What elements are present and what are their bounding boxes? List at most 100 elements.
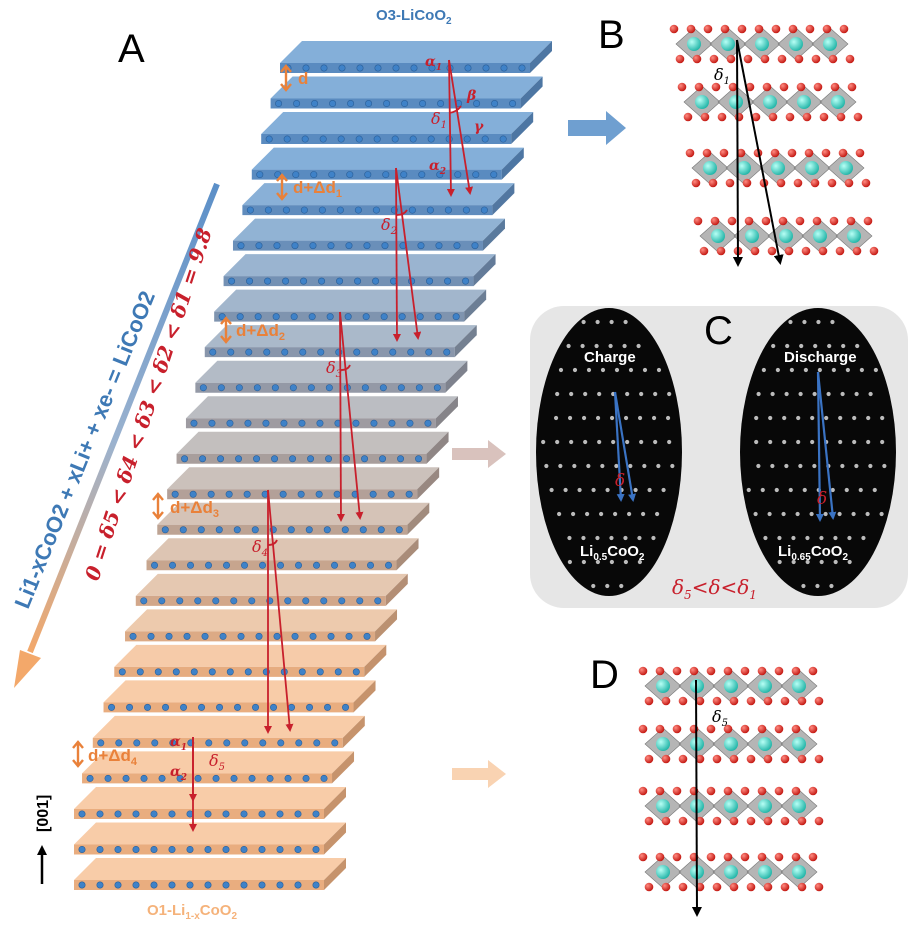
tem-atom bbox=[609, 415, 615, 421]
svg-text:α1: α1 bbox=[425, 54, 442, 73]
tem-atom bbox=[830, 319, 835, 325]
layer-slab bbox=[135, 573, 408, 606]
vector-b-tilted bbox=[736, 39, 784, 265]
tem-atom bbox=[656, 463, 661, 469]
angle-labels: α1 β δ1 γ α2 δ2 δ3 δ4 α1 δ5 α2 bbox=[170, 54, 484, 783]
layer-slab bbox=[280, 41, 552, 73]
tem-atom bbox=[815, 583, 820, 589]
svg-text:d+Δd1: d+Δd1 bbox=[293, 178, 342, 200]
tem-atom bbox=[623, 559, 628, 565]
tem-atom bbox=[782, 415, 787, 421]
octahedra-row bbox=[693, 216, 879, 256]
delta-c-discharge: δ bbox=[817, 489, 827, 509]
layer-slab bbox=[261, 112, 534, 145]
tem-atom bbox=[753, 511, 758, 517]
tem-atom bbox=[581, 535, 586, 541]
delta-b-label: δ1 bbox=[714, 65, 730, 87]
tem-atom bbox=[770, 463, 775, 469]
panel-letter-a: A bbox=[118, 27, 145, 71]
tem-atom bbox=[586, 463, 591, 469]
tem-atom bbox=[605, 487, 610, 493]
charge-formula: Li0.5CoO2 bbox=[580, 543, 645, 563]
tem-atom bbox=[647, 487, 652, 493]
tem-atom bbox=[591, 583, 596, 589]
octahedra-row bbox=[669, 24, 855, 64]
layer-slab bbox=[103, 680, 376, 713]
layer-slab bbox=[242, 183, 515, 216]
tem-atom bbox=[651, 415, 657, 421]
tem-atom bbox=[788, 319, 793, 325]
layer-slab bbox=[185, 396, 458, 429]
tem-atom bbox=[833, 559, 838, 565]
tem-atom bbox=[788, 487, 793, 493]
tem-atom bbox=[810, 439, 815, 445]
tem-atom bbox=[865, 511, 870, 517]
tem-atom bbox=[571, 511, 576, 517]
tem-atom bbox=[880, 415, 885, 421]
tem-atom bbox=[569, 439, 574, 445]
tem-atom bbox=[595, 415, 601, 421]
tem-atom bbox=[637, 415, 643, 421]
tem-atom bbox=[830, 487, 835, 493]
tem-atom bbox=[770, 391, 775, 397]
tem-atom bbox=[600, 367, 606, 373]
tem-atom bbox=[837, 511, 842, 517]
tem-atom bbox=[799, 343, 804, 349]
svg-text:α2: α2 bbox=[429, 158, 446, 177]
svg-text:β: β bbox=[466, 88, 477, 104]
panel-letter-c: C bbox=[704, 309, 733, 353]
tem-atom bbox=[840, 463, 845, 469]
o3-label: O3-LiCoO2 bbox=[376, 7, 452, 27]
svg-text:d+Δd2: d+Δd2 bbox=[236, 321, 285, 343]
tem-atom bbox=[805, 559, 810, 565]
crystal-structure-b bbox=[669, 24, 879, 256]
tem-atom bbox=[642, 463, 647, 469]
spacing-label-3: d+Δd3 bbox=[152, 492, 219, 520]
panel-letter-d: D bbox=[590, 653, 619, 697]
tem-atom bbox=[581, 559, 586, 565]
tem-atom bbox=[785, 343, 790, 349]
tem-atom bbox=[756, 463, 761, 469]
layer-slab bbox=[270, 76, 543, 109]
tem-atom bbox=[613, 511, 618, 517]
tem-atom bbox=[805, 535, 810, 541]
layer-slab bbox=[125, 609, 398, 642]
tem-atom bbox=[555, 391, 560, 397]
tem-atom bbox=[591, 487, 596, 493]
tem-atom bbox=[827, 343, 832, 349]
tem-atom bbox=[784, 391, 789, 397]
tem-atom bbox=[767, 511, 772, 517]
tem-atom bbox=[670, 463, 675, 469]
tem-atom bbox=[567, 415, 573, 421]
tem-atom bbox=[852, 415, 857, 421]
tem-atom bbox=[569, 391, 574, 397]
tem-atom bbox=[583, 439, 588, 445]
tem-atom bbox=[782, 439, 787, 445]
tem-atom bbox=[819, 535, 824, 541]
tem-atom bbox=[572, 463, 577, 469]
layer-slab bbox=[74, 858, 346, 890]
tem-atom bbox=[768, 439, 773, 445]
tem-atom bbox=[557, 511, 562, 517]
tem-atom bbox=[859, 367, 864, 373]
tem-atom bbox=[795, 511, 800, 517]
layer-stack bbox=[74, 41, 552, 890]
tem-atom bbox=[655, 511, 660, 517]
tem-atom bbox=[667, 439, 672, 445]
tem-atom bbox=[633, 487, 638, 493]
layer-slab bbox=[176, 431, 449, 464]
tem-atom bbox=[541, 439, 546, 445]
tem-atom bbox=[661, 487, 666, 493]
tem-atom bbox=[847, 559, 852, 565]
tem-atom bbox=[838, 415, 843, 421]
tem-atom bbox=[851, 511, 856, 517]
layer-slab bbox=[92, 715, 365, 748]
tem-atom bbox=[754, 415, 759, 421]
tem-atom bbox=[637, 559, 642, 565]
svg-text:δ2: δ2 bbox=[381, 215, 397, 237]
axis-001: [001] bbox=[35, 795, 52, 884]
panel-letter-b: B bbox=[598, 13, 625, 57]
tem-atom bbox=[771, 343, 776, 349]
pointer-arrow-c bbox=[452, 440, 506, 468]
layer-slab bbox=[223, 254, 496, 287]
